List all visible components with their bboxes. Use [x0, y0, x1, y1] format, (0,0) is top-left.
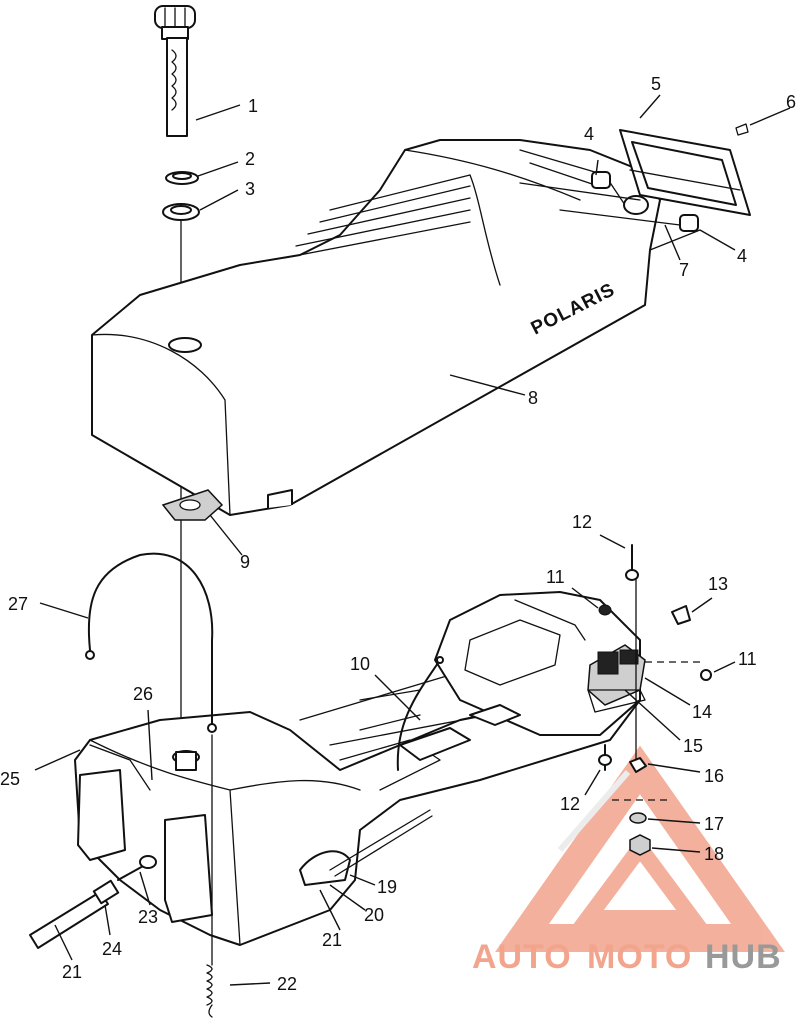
- callout-3: 3: [245, 179, 255, 199]
- callout-labels: 1 2 3 4 4 5 6 7 8 9 10 11 11 12 12 13 14…: [0, 74, 796, 994]
- fuel-tank-assembly: [74, 591, 641, 946]
- callout-22: 22: [277, 974, 297, 994]
- callout-12-upper: 12: [572, 512, 592, 532]
- callout-18: 18: [704, 844, 724, 864]
- callout-20: 20: [364, 905, 384, 925]
- callout-1: 1: [248, 96, 258, 116]
- callout-5: 5: [651, 74, 661, 94]
- watermark-hub: HUB: [705, 938, 782, 976]
- callout-15: 15: [683, 736, 703, 756]
- hardware-right: [598, 544, 712, 856]
- callout-11-right: 11: [738, 649, 757, 669]
- fuel-line: [396, 659, 441, 771]
- taillight-assembly: [519, 123, 751, 251]
- vent-line: [87, 552, 214, 731]
- watermark-auto: AUTO: [472, 938, 572, 976]
- watermark-logo-triangles: [495, 745, 785, 952]
- callout-6: 6: [786, 92, 796, 112]
- fuel-hose-assembly: [29, 855, 157, 949]
- callout-2: 2: [245, 149, 255, 169]
- callout-24: 24: [102, 939, 122, 959]
- callout-21-right: 21: [322, 930, 342, 950]
- callout-4-lower: 4: [737, 246, 747, 266]
- leader-lines: [34, 94, 791, 986]
- fuel-cap-assembly: [154, 5, 200, 221]
- watermark-moto: MOTO: [587, 938, 692, 976]
- callout-4-upper: 4: [584, 124, 594, 144]
- callout-11-upper: 11: [546, 567, 565, 587]
- callout-9: 9: [240, 552, 250, 572]
- tension-spring: [206, 964, 213, 1018]
- callout-19: 19: [377, 877, 397, 897]
- callout-21-left: 21: [62, 962, 82, 982]
- fuel-cap-hole: [168, 337, 202, 353]
- callout-25: 25: [0, 769, 20, 789]
- callout-23: 23: [138, 907, 158, 927]
- callout-8: 8: [528, 388, 538, 408]
- seat-assembly: POLARIS: [91, 139, 661, 516]
- callout-13: 13: [708, 574, 728, 594]
- watermark-wordmark: AUTO MOTO HUB: [472, 938, 782, 976]
- callout-14: 14: [692, 702, 712, 722]
- callout-7: 7: [679, 260, 689, 280]
- callout-26: 26: [133, 684, 153, 704]
- callout-16: 16: [704, 766, 724, 786]
- callout-27: 27: [8, 594, 28, 614]
- callout-12-lower: 12: [560, 794, 580, 814]
- callout-17: 17: [704, 814, 724, 834]
- callout-10: 10: [350, 654, 370, 674]
- fuel-gauge-bracket: [587, 644, 646, 713]
